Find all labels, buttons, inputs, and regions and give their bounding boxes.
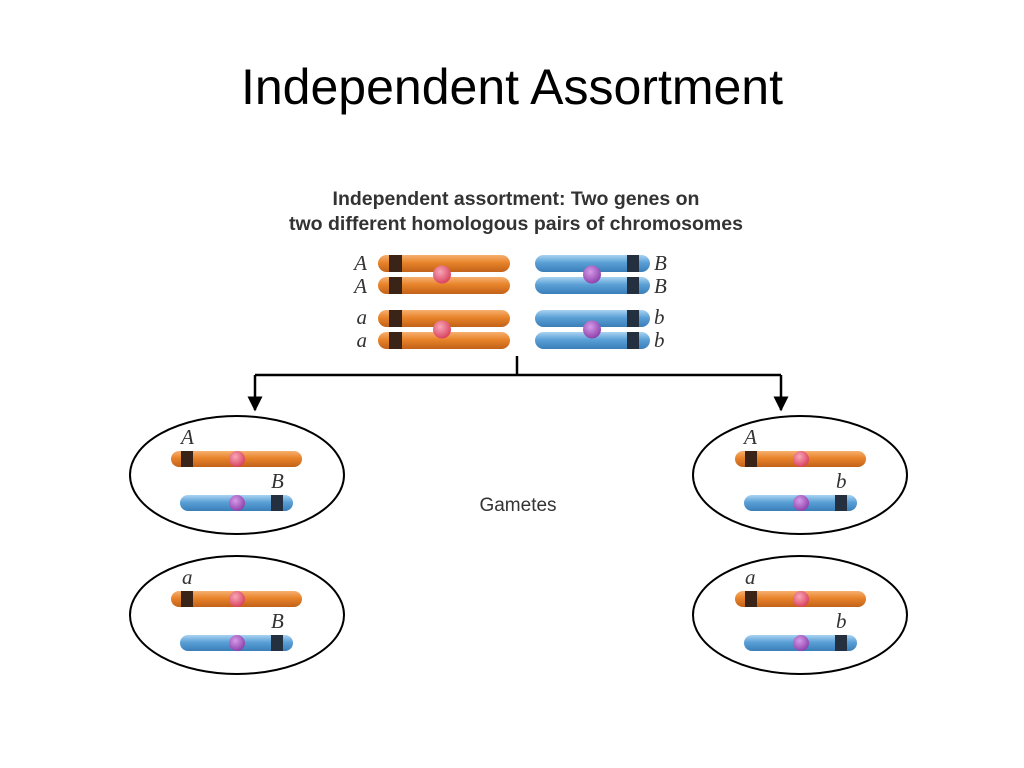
parent-allele-label: a: [357, 305, 368, 329]
gamete-allele-label: B: [271, 469, 284, 493]
gametes-label: Gametes: [479, 495, 556, 516]
gamete-allele-label: A: [179, 425, 194, 449]
blue-chromatid-b1: [535, 310, 650, 327]
parent-allele-label: B: [654, 274, 667, 298]
orange-chromatid-A1: [378, 255, 510, 272]
parent-allele-label: a: [357, 328, 368, 352]
centromere: [229, 451, 245, 467]
diagram-heading-line-2: two different homologous pairs of chromo…: [289, 213, 743, 235]
parent-blue-chromosome-pair: [535, 255, 650, 349]
centromere: [793, 635, 809, 651]
parent-allele-label: b: [654, 328, 665, 352]
gamete-allele-label: A: [742, 425, 757, 449]
centromere-blue-top: [583, 265, 601, 284]
parent-allele-label: b: [654, 305, 665, 329]
orange-chromatid-a2: [378, 332, 510, 349]
division-arrows: [247, 356, 789, 412]
orange-chromatid-a1: [378, 310, 510, 327]
blue-chromatid-b2: [535, 332, 650, 349]
parent-orange-chromosome-pair: [378, 255, 510, 349]
centromere: [793, 495, 809, 511]
diagram-heading-line-1: Independent assortment: Two genes on: [333, 188, 700, 210]
centromere: [793, 451, 809, 467]
gamete-allele-label: b: [836, 609, 847, 633]
orange-chromatid-A2: [378, 277, 510, 294]
gamete-allele-label: b: [836, 469, 847, 493]
gamete-cell: A b: [692, 415, 908, 535]
blue-chromatid-B2: [535, 277, 650, 294]
centromere-blue-bottom: [583, 320, 601, 339]
centromere: [229, 591, 245, 607]
gamete-cell: a B: [129, 555, 345, 675]
gamete-membrane: [129, 415, 345, 535]
gamete-membrane: [692, 415, 908, 535]
centromere: [793, 591, 809, 607]
blue-chromatid-B1: [535, 255, 650, 272]
gamete-cell: a b: [692, 555, 908, 675]
centromere-orange-top: [433, 265, 451, 284]
gamete-allele-label: a: [745, 565, 756, 589]
slide-title: Independent Assortment: [240, 59, 784, 115]
gamete-membrane: [692, 555, 908, 675]
parent-allele-label: A: [352, 251, 367, 275]
parent-allele-label: B: [654, 251, 667, 275]
centromere-orange-bottom: [433, 320, 451, 339]
gamete-allele-label: a: [182, 565, 193, 589]
centromere: [229, 635, 245, 651]
parent-allele-label: A: [352, 274, 367, 298]
gamete-cell: A B: [129, 415, 345, 535]
gamete-membrane: [129, 555, 345, 675]
centromere: [229, 495, 245, 511]
gamete-allele-label: B: [271, 609, 284, 633]
